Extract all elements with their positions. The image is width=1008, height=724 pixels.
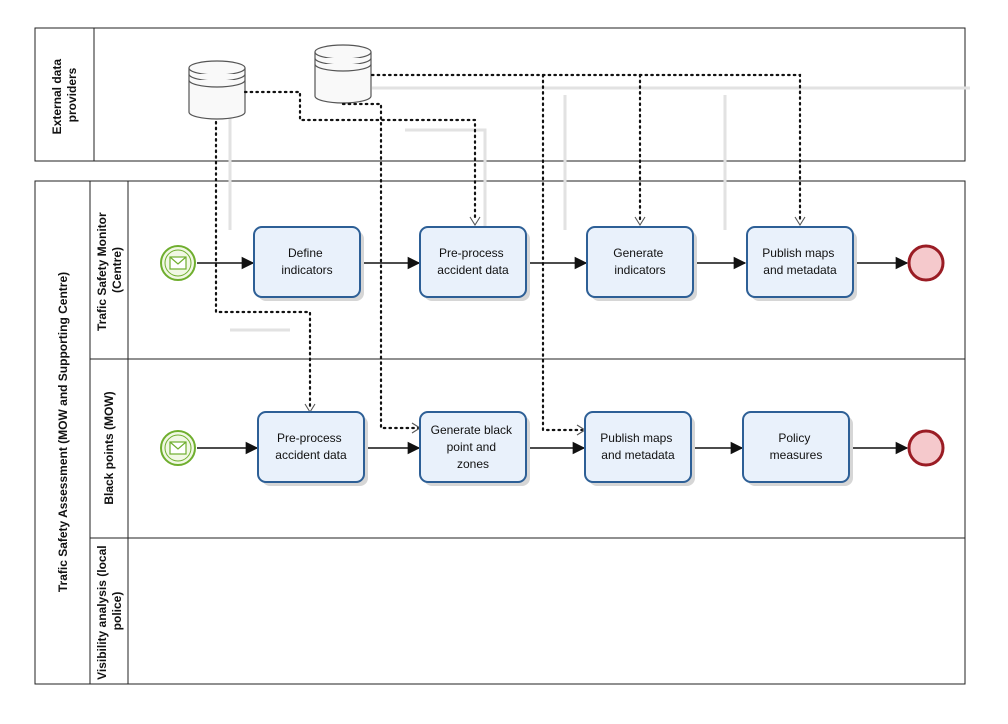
task-label: Generate black point and zones [431, 423, 516, 471]
end-event-icon [907, 429, 945, 467]
lane-black-points[interactable]: Black points (MOW) [102, 391, 116, 504]
envelope-icon [169, 256, 187, 270]
pool-main-label: Trafic Safety Assessment (MOW and Suppor… [56, 272, 70, 592]
end-event-blackpoints[interactable] [907, 429, 945, 467]
task-preprocess-accident-data-black[interactable]: Pre-process accident data [257, 411, 368, 486]
task-label: Policy measures [770, 431, 823, 462]
task-label: Generate indicators [613, 246, 666, 277]
task-preprocess-accident-data-monitor[interactable]: Pre-process accident data [419, 226, 530, 301]
task-generate-indicators[interactable]: Generate indicators [586, 226, 697, 301]
start-event-blackpoints[interactable] [160, 430, 196, 466]
task-publish-maps-monitor[interactable]: Publish maps and metadata [746, 226, 857, 301]
start-event-monitor[interactable] [160, 245, 196, 281]
pool-external-label: External data providers [50, 56, 79, 135]
lane-traffic-safety-monitor[interactable]: Trafic Safety Monitor (Centre) [95, 209, 124, 331]
envelope-icon [169, 441, 187, 455]
task-generate-black-point-zones[interactable]: Generate black point and zones [419, 411, 530, 486]
task-label: Pre-process accident data [437, 246, 509, 277]
end-event-monitor[interactable] [907, 244, 945, 282]
task-publish-maps-black[interactable]: Publish maps and metadata [584, 411, 695, 486]
task-label: Publish maps and metadata [600, 431, 675, 462]
pool-external-data-providers[interactable]: External data providers [34, 27, 966, 162]
database-icon[interactable] [314, 44, 372, 104]
task-define-indicators[interactable]: Define indicators [253, 226, 364, 301]
task-label: Publish maps and metadata [762, 246, 837, 277]
lane-monitor-label: Trafic Safety Monitor (Centre) [95, 209, 124, 331]
faint-connectors [228, 86, 970, 332]
end-event-icon [907, 244, 945, 282]
task-label: Define indicators [281, 246, 332, 277]
lane-visibility-analysis[interactable]: Visibility analysis (local police) [95, 542, 124, 680]
data-associations [214, 73, 802, 432]
task-policy-measures[interactable]: Policy measures [742, 411, 853, 486]
sequence-flows [197, 256, 909, 455]
database-icon[interactable] [188, 60, 246, 120]
task-label: Pre-process accident data [275, 431, 347, 462]
lane-blackpoints-label: Black points (MOW) [102, 391, 116, 504]
lane-visibility-label: Visibility analysis (local police) [95, 542, 124, 680]
